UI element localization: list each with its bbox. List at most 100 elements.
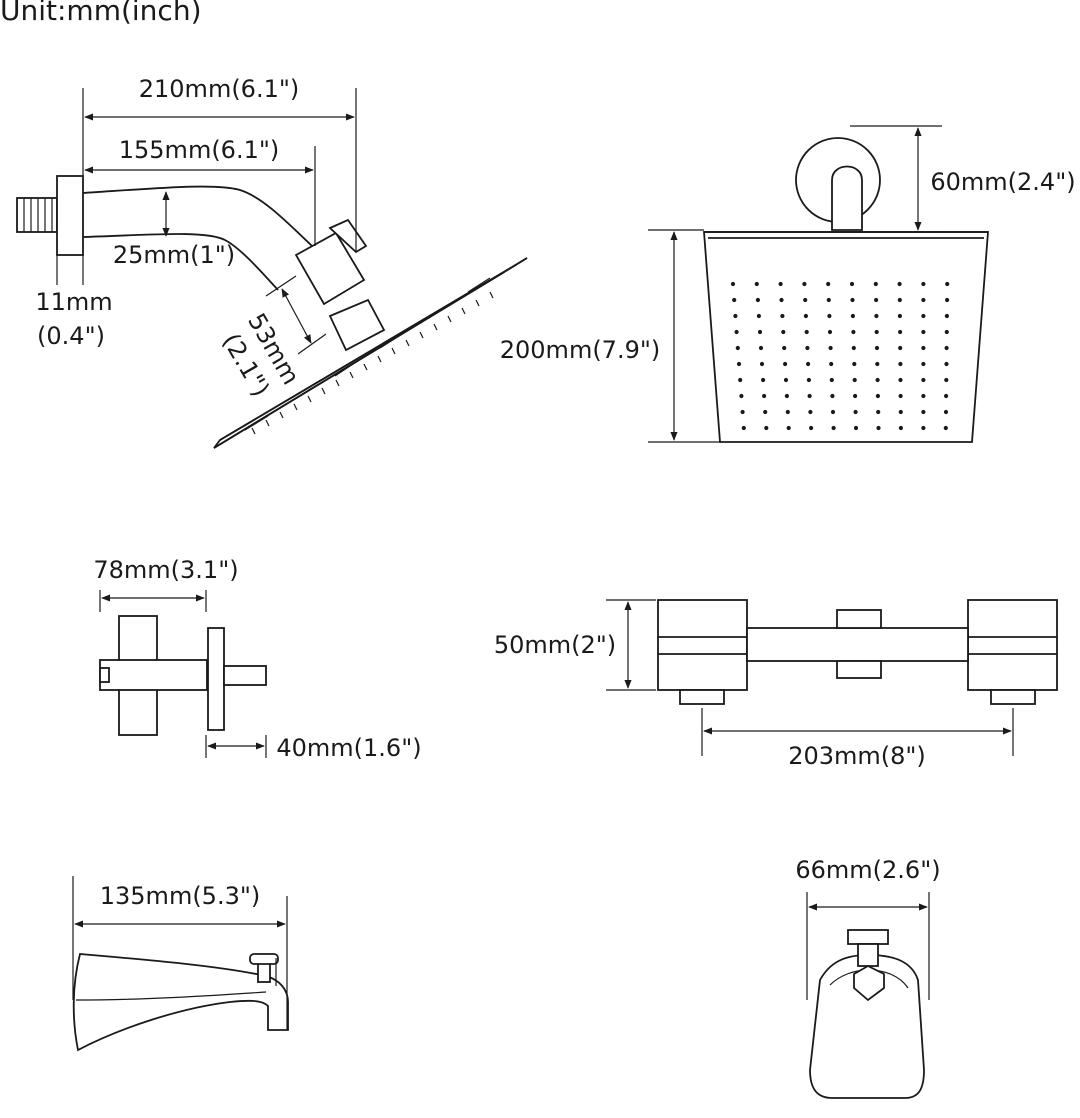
nozzle-dot [897, 281, 902, 287]
nozzle-dot [781, 329, 786, 335]
nozzle-dot [898, 377, 903, 383]
nozzle-dot [734, 329, 739, 335]
head-size-label: 200mm(7.9") [500, 336, 661, 364]
nozzle-dot [921, 409, 926, 415]
nozzle-dot [762, 393, 767, 399]
nozzle-dot [803, 313, 809, 319]
arm-thread [16, 197, 58, 233]
nozzle-dot [730, 281, 736, 287]
nozzle-dot [779, 297, 784, 303]
spout-diverter-knob [249, 953, 279, 986]
head-arm [831, 165, 863, 231]
handle-width-label: 78mm(3.1") [93, 556, 238, 584]
shower-arm-diagram: 210mm(6.1") 155mm(6.1") 25mm(1") 11mm (0… [16, 75, 528, 449]
nozzle-dot [898, 409, 903, 415]
nozzle-dot [807, 393, 812, 399]
nozzle-dot [944, 329, 949, 335]
nozzle-dot [945, 281, 950, 287]
nozzle-dot [898, 329, 903, 335]
nozzle-dot [943, 409, 949, 415]
shower-head-diagram: 60mm(2.4") 200mm(7.9") [500, 125, 1076, 443]
nozzle-dot [945, 297, 950, 303]
nozzle-dot [851, 345, 856, 351]
nozzle-dot [921, 361, 926, 367]
nozzle-dot [754, 281, 759, 287]
nozzle-dot [852, 361, 857, 367]
valve-top-port [836, 609, 882, 629]
arm-head-plate [213, 257, 528, 449]
nozzle-dot [804, 329, 809, 335]
nozzle-dot [830, 393, 835, 399]
nozzle-dot [831, 425, 836, 431]
nozzle-dot [780, 313, 785, 319]
nozzle-dot [785, 409, 790, 415]
valve-right-port [990, 689, 1036, 705]
nozzle-dot [897, 297, 902, 303]
stem-length-label: 40mm(1.6") [276, 734, 421, 762]
handle-diagram: 78mm(3.1") 40mm(1.6") [93, 556, 421, 762]
nozzle-dot [735, 345, 740, 351]
nozzle-dot [921, 313, 926, 319]
arm-connector [294, 218, 386, 352]
spout-length-label: 135mm(5.3") [100, 882, 261, 910]
head-flange-diameter-label: 60mm(2.4") [930, 168, 1075, 196]
nozzle-dot [740, 409, 745, 415]
nozzle-dot [875, 361, 880, 367]
nozzle-dot [874, 297, 879, 303]
nozzle-dot [806, 377, 812, 383]
nozzle-dot [874, 313, 879, 319]
valve-right-block [967, 599, 1058, 691]
arm-flange [56, 175, 84, 256]
nozzle-dot [853, 409, 858, 415]
nozzle-dot [944, 361, 949, 367]
nozzle-dot [783, 361, 788, 367]
nozzle-dot [757, 329, 763, 335]
unit-label: Unit:mm(inch) [0, 0, 202, 27]
nozzle-dot [828, 345, 833, 351]
arm-total-length-label: 210mm(6.1") [139, 75, 300, 103]
handle-hub [99, 659, 208, 691]
nozzle-dot [736, 361, 742, 367]
nozzle-dot [898, 345, 903, 351]
nozzle-dot [763, 409, 768, 415]
head-nozzles [730, 281, 950, 431]
nozzle-dot [761, 377, 766, 383]
valve-bar [746, 627, 969, 662]
nozzle-dot [802, 281, 807, 287]
tub-spout-diagram: 135mm(5.3") [72, 876, 289, 1052]
nozzle-dot [921, 281, 926, 287]
nozzle-dot [853, 393, 858, 399]
flange-thickness-label: 11mm [35, 288, 112, 316]
nozzle-dot [808, 409, 813, 415]
nozzle-dot [944, 377, 949, 383]
arm-reach-label: 155mm(6.1") [119, 136, 280, 164]
nozzle-dot [829, 377, 834, 383]
nozzle-dot [826, 297, 831, 303]
valve-bottom-port [836, 660, 882, 679]
nozzle-dot [850, 297, 855, 303]
nozzle-dot [943, 425, 948, 431]
nozzle-dot [873, 281, 878, 287]
nozzle-dot [876, 409, 881, 415]
nozzle-dot [806, 361, 811, 367]
nozzle-dot [851, 329, 856, 335]
nozzle-dot [876, 425, 881, 431]
nozzle-dot [849, 281, 855, 287]
nozzle-dot [921, 329, 926, 335]
nozzle-dot [783, 377, 789, 383]
nozzle-dot [809, 425, 814, 431]
nozzle-dot [944, 393, 949, 399]
spout-front-knob [847, 929, 889, 945]
nozzle-dot [850, 313, 856, 319]
nozzle-dot [755, 297, 761, 303]
nozzle-dot [852, 377, 857, 383]
nozzle-dot [944, 345, 949, 351]
arm-pipe [82, 185, 313, 247]
nozzle-dot [875, 377, 880, 383]
nozzle-dot [830, 409, 836, 415]
nozzle-dot [898, 393, 903, 399]
nozzle-dot [805, 345, 810, 351]
nozzle-dot [782, 345, 787, 351]
nozzle-dot [898, 361, 903, 367]
